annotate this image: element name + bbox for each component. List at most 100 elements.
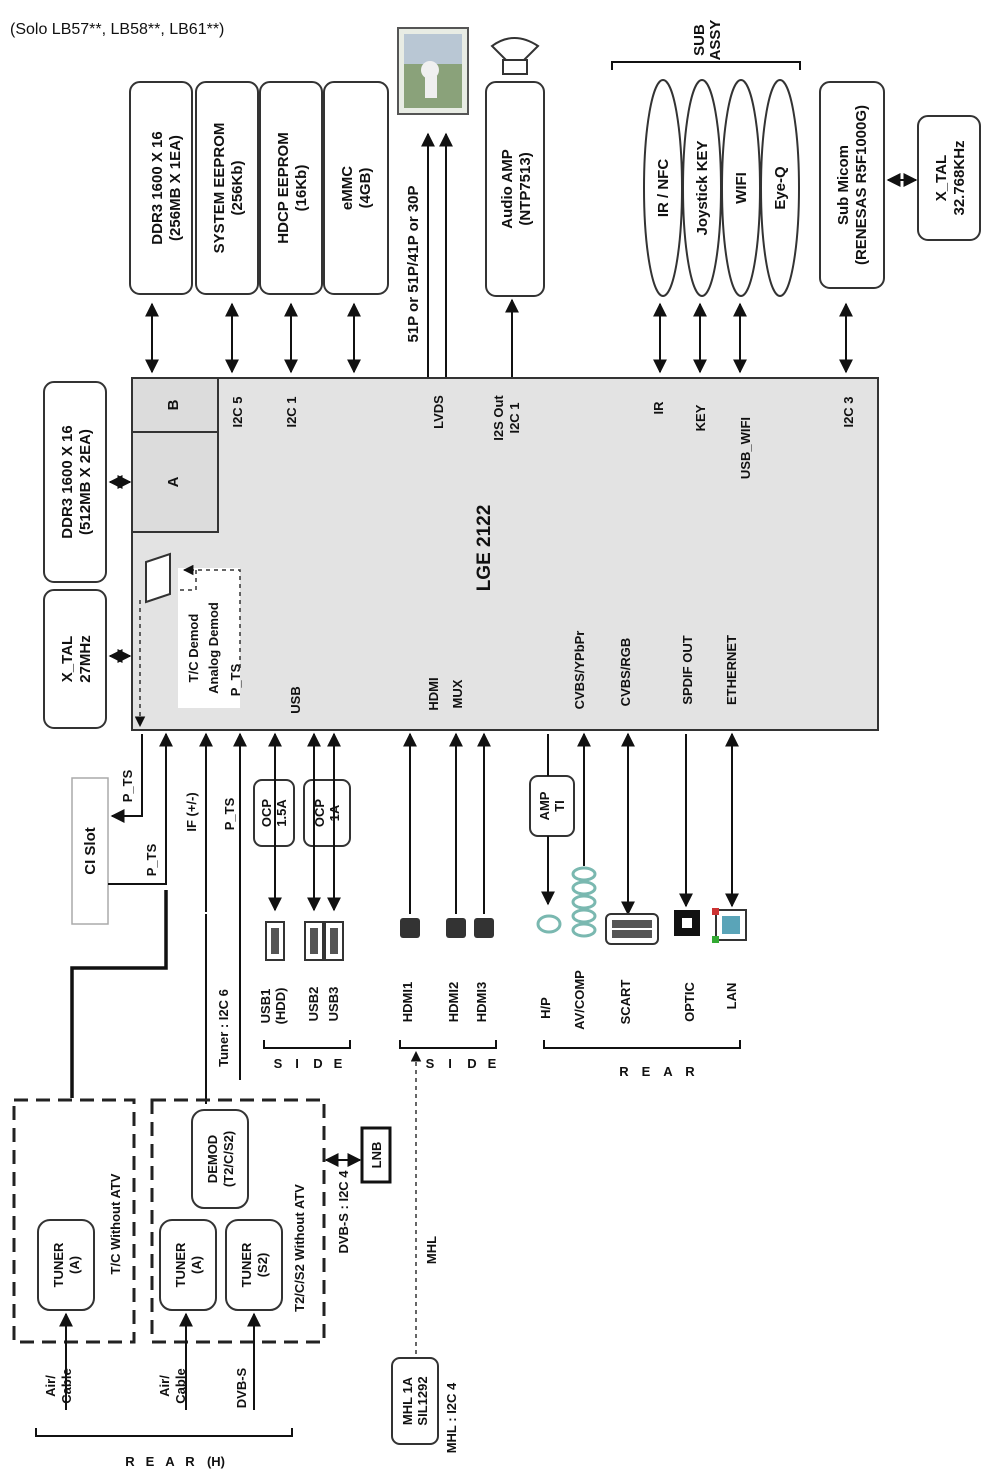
hdcp-eeprom-line1: HDCP EEPROM — [275, 132, 292, 243]
eye-q-label: Eye-Q — [772, 166, 789, 210]
svg-text:R: R — [685, 1064, 695, 1079]
tuner-t2-module — [150, 1098, 326, 1344]
sig-cvbs-ypbpr: CVBS/YPbPr — [572, 631, 587, 710]
tuner-t2-a-line1: TUNER — [173, 1242, 188, 1287]
hdmi1-label: HDMI1 — [400, 982, 415, 1022]
usb-connector-icons — [265, 921, 344, 961]
audio-amp-line1: Audio AMP — [499, 149, 516, 228]
sub-assy-group: SUB ASSY IR / NFC Joystick KEY WIFI Eye-… — [611, 20, 801, 297]
rear-h-label: R E A R (H) — [125, 1454, 225, 1469]
tuner-i2c-label: Tuner : I2C 6 — [216, 989, 231, 1067]
speaker-icon — [490, 37, 540, 75]
sub-micom-line2: (RENESAS R5F1000G) — [853, 105, 870, 265]
demod-area: T/C Demod Analog Demod P_TS — [134, 552, 243, 728]
svg-text:(H): (H) — [207, 1454, 225, 1469]
ddr3-1-line1: DDR3 1600 X 16 — [149, 131, 166, 244]
tuner-s2-box — [225, 1219, 283, 1311]
sig-usb-wifi: USB_WIFI — [738, 417, 753, 479]
svg-text:E: E — [334, 1056, 343, 1071]
rear-bracket — [543, 1040, 741, 1049]
amp-ti-box — [529, 775, 575, 837]
soc-port-a-label: A — [165, 476, 182, 487]
xtal-main-line1: X_TAL — [59, 636, 76, 682]
svg-text:R: R — [125, 1454, 135, 1469]
svg-text:R: R — [185, 1454, 195, 1469]
ddr3-1-line2: (256MB X 1EA) — [167, 135, 184, 241]
svg-text:R: R — [619, 1064, 629, 1079]
p-ts-tuner-label: P_TS — [222, 797, 237, 830]
xtal-sub-line1: X_TAL — [933, 155, 950, 201]
sub-assy-title2: ASSY — [707, 20, 724, 61]
tuner-tc-module — [12, 1098, 136, 1344]
ci-in-path — [108, 732, 173, 885]
dvbs-input-label: DVB-S — [234, 1367, 249, 1408]
p-ts-in-label: P_TS — [144, 843, 159, 876]
tuner-s2-line1: TUNER — [239, 1242, 254, 1287]
svg-text:E: E — [146, 1454, 155, 1469]
soc-box — [131, 377, 879, 731]
if-label: IF (+/-) — [184, 792, 199, 831]
sig-mux: MUX — [450, 679, 465, 708]
sig-ir: IR — [651, 401, 666, 415]
usb-side-bracket — [263, 1040, 351, 1049]
usb2-label: USB2 — [306, 987, 321, 1022]
tuner-tc-box — [37, 1219, 95, 1311]
hdcp-eeprom-line2: (16Kb) — [293, 165, 310, 212]
ci-slot-box — [71, 777, 109, 925]
usb3-label: USB3 — [326, 987, 341, 1022]
mhl-chip-line2: SIL1292 — [415, 1376, 430, 1425]
sig-i2c5: I2C 5 — [230, 396, 245, 427]
hdcp-eeprom-box — [259, 81, 323, 295]
sig-cvbs-rgb: CVBS/RGB — [618, 638, 633, 707]
hdmi3-label: HDMI3 — [474, 982, 489, 1022]
sub-micom-line1: Sub Micom — [835, 145, 852, 225]
ocp1-line1: OCP — [259, 799, 274, 828]
sig-lvds: LVDS — [431, 395, 446, 429]
ddr3-left-box — [43, 381, 107, 583]
tuner-t2-title: T2/C/S2 Without ATV — [292, 1184, 307, 1312]
sig-i2s-out: I2S Out — [491, 395, 506, 441]
xtal-main-line2: 27MHz — [77, 635, 94, 683]
sig-p-ts-internal: P_TS — [228, 663, 243, 696]
mhl-i2c-label: MHL : I2C 4 — [444, 1382, 459, 1453]
svg-text:E: E — [642, 1064, 651, 1079]
dvbs-i2c-label: DVB-S : I2C 4 — [336, 1170, 351, 1254]
mhl-chip-line1: MHL 1A — [400, 1376, 415, 1425]
soc-name: LGE 2122 — [474, 505, 495, 592]
hdmi-connector-icons — [400, 918, 494, 938]
amp-ti-line1: AMP — [537, 791, 552, 820]
p-ts-out-label: P_TS — [120, 769, 135, 802]
joystick-label: Joystick KEY — [694, 140, 711, 235]
ddr3-left-line1: DDR3 1600 X 16 — [59, 425, 76, 538]
soc-port-b-label: B — [165, 399, 182, 410]
ocp1-line2: 1.5A — [274, 799, 289, 827]
ci-slot-label: CI Slot — [82, 827, 99, 875]
svg-text:E: E — [488, 1056, 497, 1071]
hdmi2-label: HDMI2 — [446, 982, 461, 1022]
svg-text:A: A — [165, 1454, 175, 1469]
svg-text:I: I — [295, 1056, 299, 1071]
sig-hdmi: HDMI — [426, 677, 441, 710]
hdmi-side-bracket — [399, 1040, 497, 1049]
xtal-main-box — [43, 589, 107, 729]
sig-i2c1: I2C 1 — [284, 396, 299, 427]
rear-av-label: AV/COMP — [572, 970, 587, 1030]
eye-q-oval — [760, 79, 800, 297]
ci-out-path — [110, 734, 143, 823]
top-memory-blocks: DDR3 1600 X 16 (256MB X 1EA) SYSTEM EEPR… — [129, 81, 389, 295]
audio-amp-box — [485, 81, 545, 297]
sys-eeprom-line1: SYSTEM EEPROM — [211, 123, 228, 254]
sys-eeprom-line2: (256Kb) — [229, 160, 246, 215]
xtal-sub-box — [917, 115, 981, 241]
air-cable-1-line2: Cable — [59, 1368, 74, 1403]
tuner-tc-title: T/C Without ATV — [108, 1173, 123, 1274]
sig-analog-demod: Analog Demod — [206, 602, 221, 694]
sig-usb: USB — [288, 686, 303, 713]
usb1-label: USB1 — [258, 989, 273, 1024]
rear-lan-label: LAN — [724, 983, 739, 1010]
sig-i2c3: I2C 3 — [841, 396, 856, 427]
air-cable-1-line1: Air/ — [43, 1375, 58, 1397]
sig-tc-demod: T/C Demod — [186, 614, 201, 683]
sys-eeprom-box — [195, 81, 259, 295]
